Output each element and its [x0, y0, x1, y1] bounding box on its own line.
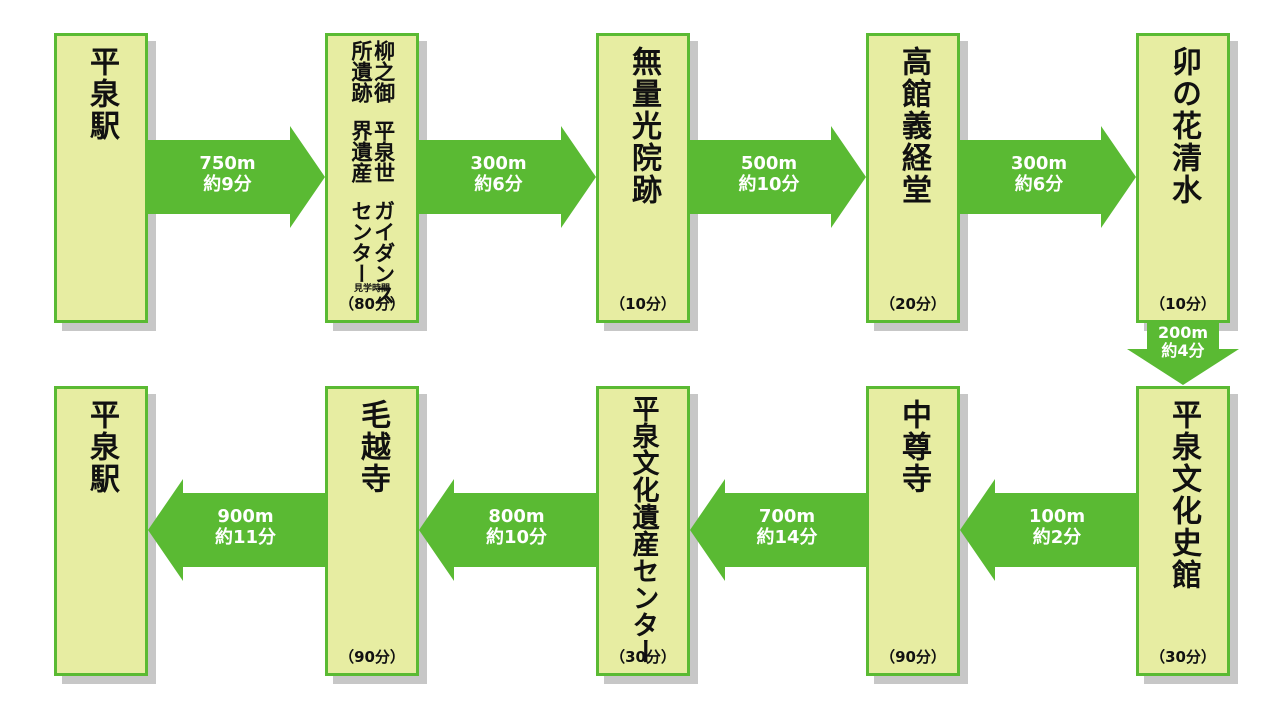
- walk-time: 約4分: [1161, 340, 1205, 360]
- distance: 900m: [217, 506, 274, 527]
- distance: 300m: [1010, 153, 1068, 174]
- arrow-right-2: 300m 約6分: [419, 126, 596, 228]
- stop-unohana-shimizu: 卯の花清水 （10分）: [1136, 33, 1230, 323]
- stop-name: 平泉駅: [84, 46, 119, 142]
- stop-takadachi-gikeido: 高館義経堂 （20分）: [866, 33, 960, 323]
- walk-time: 約6分: [474, 173, 523, 195]
- arrow-right-3: 500m 約10分: [690, 126, 866, 228]
- stop-motsuji: 毛越寺 （90分）: [325, 386, 419, 676]
- right-arrow-icon: [690, 126, 866, 228]
- right-arrow-icon: [419, 126, 596, 228]
- stop-yanaginogosho-guidance-center: 柳之御所遺跡 平泉世界遺産 ガイダンスセンター 見学時間 （80分）: [325, 33, 419, 323]
- stop-duration: （80分）: [339, 295, 405, 313]
- distance: 200m: [1157, 323, 1209, 342]
- right-arrow-icon: [960, 126, 1136, 228]
- stop-chusonji: 中尊寺 （90分）: [866, 386, 960, 676]
- arrow-label: 700m 約14分: [690, 506, 866, 548]
- stop-duration: （30分）: [1150, 648, 1216, 666]
- arrow-left-2: 800m 約10分: [419, 479, 596, 581]
- distance: 750m: [199, 153, 256, 174]
- arrow-label: 500m 約10分: [690, 153, 866, 195]
- arrow-label: 800m 約10分: [419, 506, 596, 548]
- walk-time: 約14分: [756, 526, 818, 548]
- stop-name: 卯の花清水: [1166, 46, 1201, 206]
- distance: 500m: [740, 153, 798, 174]
- arrow-label: 900m 約11分: [148, 506, 325, 548]
- stop-duration: （10分）: [610, 295, 676, 313]
- walk-time: 約10分: [485, 526, 548, 548]
- stop-muryokoin-ato: 無量光院跡 （10分）: [596, 33, 690, 323]
- stop-duration: （30分）: [610, 648, 676, 666]
- left-arrow-icon: [690, 479, 866, 581]
- stop-duration: （90分）: [339, 648, 405, 666]
- arrow-label: 200m 約4分: [1127, 324, 1239, 359]
- arrow-label: 300m 約6分: [960, 153, 1136, 195]
- visit-time-label: 見学時間: [353, 284, 390, 294]
- walk-time: 約6分: [1014, 173, 1064, 195]
- stop-name-line-1: 柳之御所遺跡: [349, 40, 396, 103]
- distance: 700m: [758, 506, 816, 527]
- arrow-right-1: 750m 約9分: [148, 126, 325, 228]
- stop-duration: （20分）: [880, 295, 946, 313]
- walk-time: 約9分: [203, 173, 252, 195]
- distance: 100m: [1028, 506, 1086, 527]
- walk-time: 約2分: [1032, 526, 1082, 548]
- left-arrow-icon: [960, 479, 1136, 581]
- arrow-right-4: 300m 約6分: [960, 126, 1136, 228]
- arrow-label: 300m 約6分: [419, 153, 596, 195]
- arrow-left-4: 100m 約2分: [960, 479, 1136, 581]
- stop-name-line-2: 平泉世界遺産: [349, 120, 396, 183]
- distance: 300m: [470, 153, 527, 174]
- arrow-left-3: 700m 約14分: [690, 479, 866, 581]
- stop-hiraizumi-station-end: 平泉駅: [54, 386, 148, 676]
- stop-name: 平泉文化遺産センター: [627, 395, 659, 665]
- stop-bunka-isan-center: 平泉文化遺産センター （30分）: [596, 386, 690, 676]
- stop-name: 中尊寺: [896, 399, 931, 495]
- arrow-left-1: 900m 約11分: [148, 479, 325, 581]
- stop-duration: （90分）: [880, 648, 946, 666]
- left-arrow-icon: [419, 479, 596, 581]
- stop-hiraizumi-station-start: 平泉駅: [54, 33, 148, 323]
- walk-time: 約11分: [214, 526, 277, 548]
- arrow-label: 750m 約9分: [148, 153, 325, 195]
- walk-time: 約10分: [738, 173, 800, 195]
- stop-name: 平泉駅: [84, 399, 119, 495]
- stop-name: 平泉文化史館: [1166, 399, 1201, 591]
- stop-name: 無量光院跡: [626, 46, 661, 206]
- stop-name-line-3: ガイダンスセンター: [349, 200, 396, 305]
- stop-name: 高館義経堂: [896, 46, 931, 206]
- down-arrow-icon: [1127, 323, 1239, 385]
- stop-name: 毛越寺: [355, 399, 390, 495]
- stop-duration: （10分）: [1150, 295, 1216, 313]
- left-arrow-icon: [148, 479, 325, 581]
- arrow-down: 200m 約4分: [1127, 323, 1239, 385]
- distance: 800m: [488, 506, 545, 527]
- right-arrow-icon: [148, 126, 325, 228]
- arrow-label: 100m 約2分: [960, 506, 1136, 548]
- stop-bunkashikan: 平泉文化史館 （30分）: [1136, 386, 1230, 676]
- stop-name-multiline: 柳之御所遺跡 平泉世界遺産 ガイダンスセンター: [328, 40, 416, 320]
